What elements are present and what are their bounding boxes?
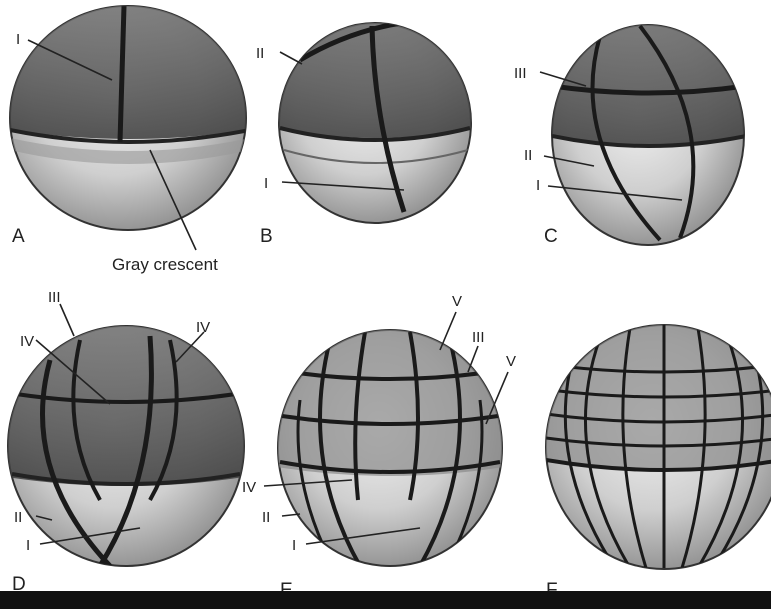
panel-d: III IV IV II I D [0,289,250,595]
callout-b-2: I [264,175,268,192]
bottom-bar [0,591,771,609]
panel-letter-c: C [544,226,558,247]
callout-d-4: II [14,509,22,526]
callout-e-6: I [292,537,296,554]
callout-e-5: II [262,509,270,526]
callout-e-1: V [452,293,462,310]
callout-c-1: III [514,65,527,82]
callout-c-3: I [536,177,540,194]
callout-e-4: IV [242,479,256,496]
panel-f: F [540,320,771,601]
callout-c-2: II [524,147,532,164]
callout-e-3: V [506,353,516,370]
panel-e: V III V IV II I E [242,293,516,601]
panel-letter-b: B [260,226,273,247]
panel-b: II I B [256,0,480,247]
callout-d-5: I [26,537,30,554]
callout-d-1: III [48,289,61,306]
callout-d-2: IV [196,319,210,336]
callout-a-1: I [16,31,20,48]
callout-b-1: II [256,45,264,62]
caption-gray-crescent: Gray crescent [112,255,218,274]
callout-d-3: IV [20,333,34,350]
panel-a: I Gray crescent A [0,0,260,274]
panel-c: III II I C [514,0,760,247]
panel-letter-a: A [12,226,25,247]
animal-pole-a [0,0,260,139]
callout-e-2: III [472,329,485,346]
